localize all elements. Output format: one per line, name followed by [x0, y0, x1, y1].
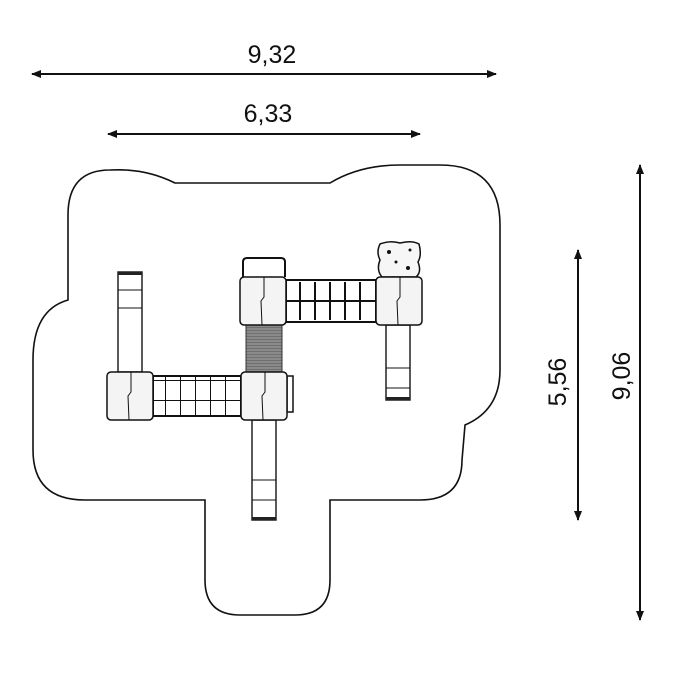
dimension-overall-depth: 9,06 — [608, 164, 644, 621]
net-bridge — [152, 375, 242, 417]
dimension-label: 6,33 — [244, 100, 293, 128]
dimension-structure-width: 6,33 — [107, 100, 421, 138]
bottom-slide — [251, 419, 277, 521]
dimension-label: 9,06 — [608, 352, 636, 401]
safety-zone-outline — [32, 164, 501, 616]
right-slide — [385, 324, 411, 401]
platform-left — [106, 371, 154, 421]
platform-right — [375, 276, 423, 326]
dimension-label: 9,32 — [248, 41, 297, 69]
top-bridge — [285, 279, 377, 323]
platform-center-bottom — [240, 371, 288, 421]
climbing-rock — [377, 240, 422, 278]
side-handle — [286, 375, 294, 413]
platform-center-top — [239, 276, 287, 326]
dimension-overall-width: 9,32 — [31, 41, 497, 78]
top-handle — [242, 257, 286, 277]
left-slide — [117, 271, 143, 373]
dimension-structure-depth: 5,56 — [544, 249, 582, 521]
dimension-label: 5,56 — [544, 358, 572, 407]
tunnel-tube — [245, 324, 283, 373]
